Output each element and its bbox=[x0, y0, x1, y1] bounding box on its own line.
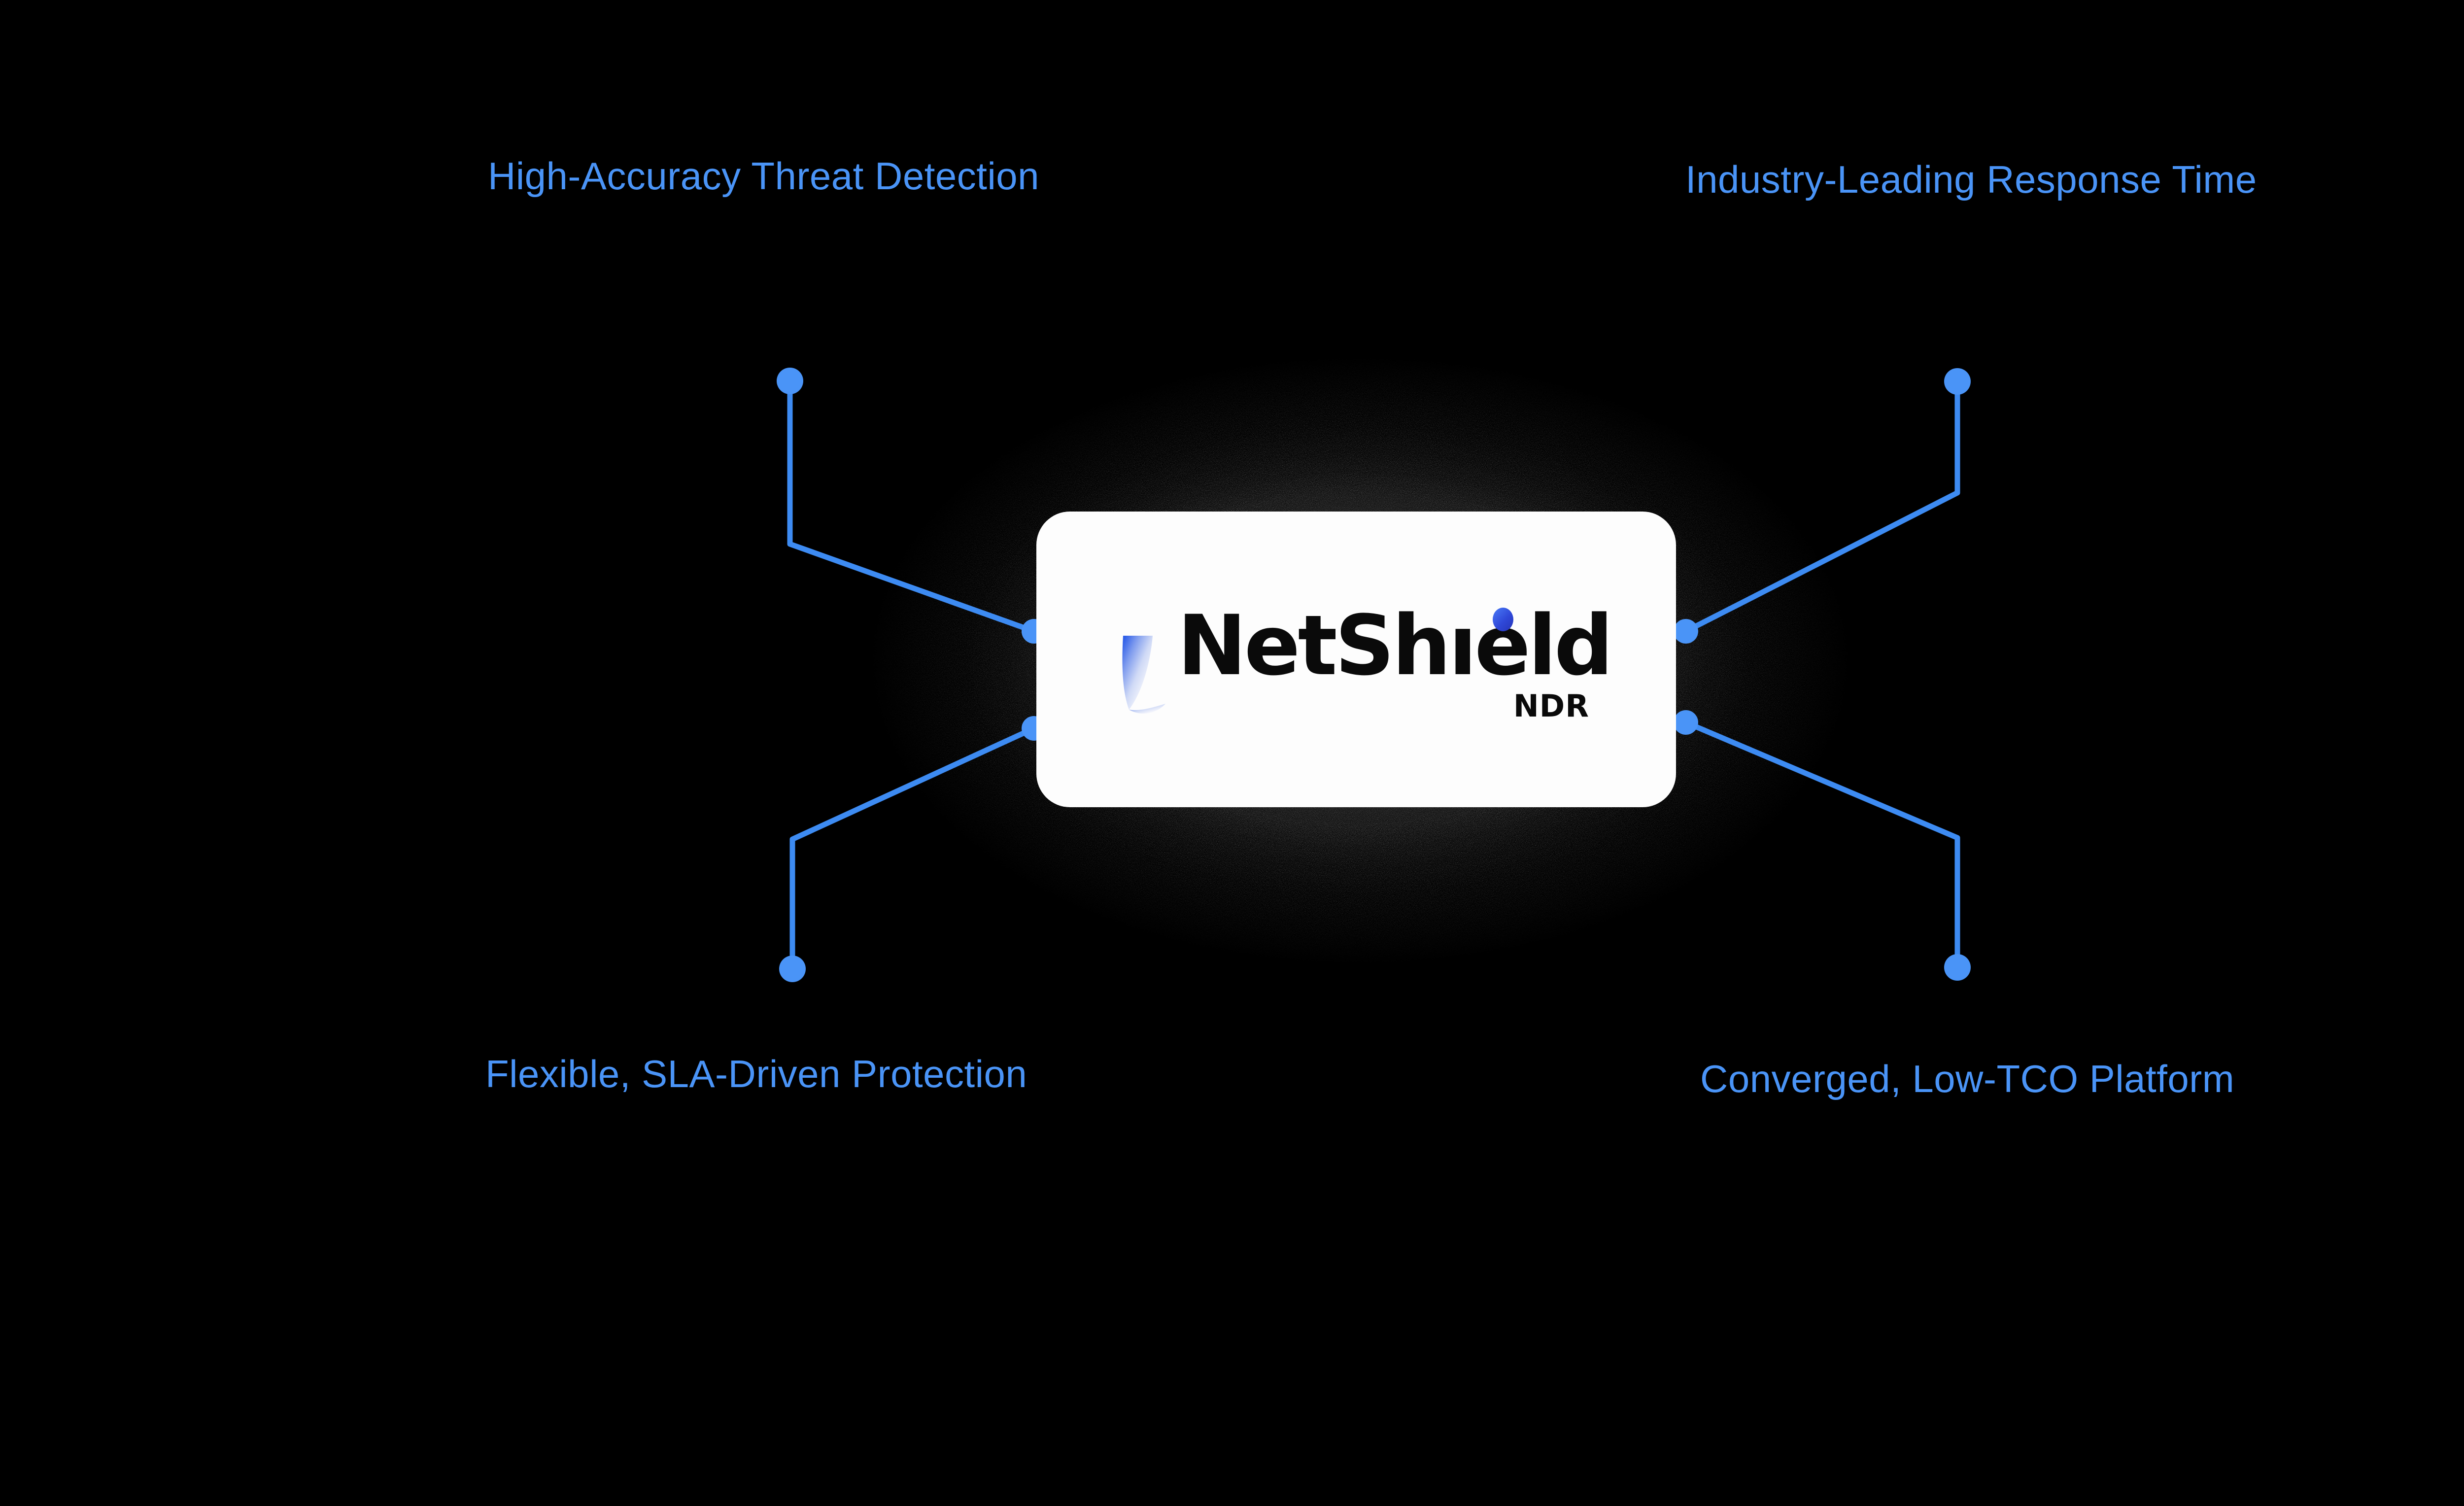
node-outer-top-right bbox=[1944, 368, 1971, 395]
shield-swoosh-icon bbox=[1122, 636, 1165, 714]
node-outer-bottom-right bbox=[1944, 954, 1971, 981]
pillar-label-industry-leading-response-time: Industry-Leading Response Time bbox=[1685, 158, 2257, 201]
logo-wordmark: NetShıeld bbox=[1177, 597, 1613, 694]
logo-i-dot-icon bbox=[1493, 608, 1513, 631]
netshield-logo-card: NetShıeld NDR bbox=[1036, 512, 1676, 807]
logo-lockup: NetShıeld NDR bbox=[1120, 604, 1613, 724]
logo-sub-wordmark: NDR bbox=[1513, 688, 1589, 724]
pillar-label-high-accuracy-threat-detection: High-Accuracy Threat Detection bbox=[488, 154, 1040, 198]
pillar-label-flexible-sla-driven-protection: Flexible, SLA-Driven Protection bbox=[485, 1052, 1027, 1095]
pillar-label-converged-low-tco-platform: Converged, Low-TCO Platform bbox=[1700, 1057, 2235, 1100]
logo-dotless-i: ı bbox=[1448, 597, 1477, 694]
node-outer-bottom-left bbox=[779, 956, 806, 982]
node-outer-top-left bbox=[777, 368, 803, 394]
